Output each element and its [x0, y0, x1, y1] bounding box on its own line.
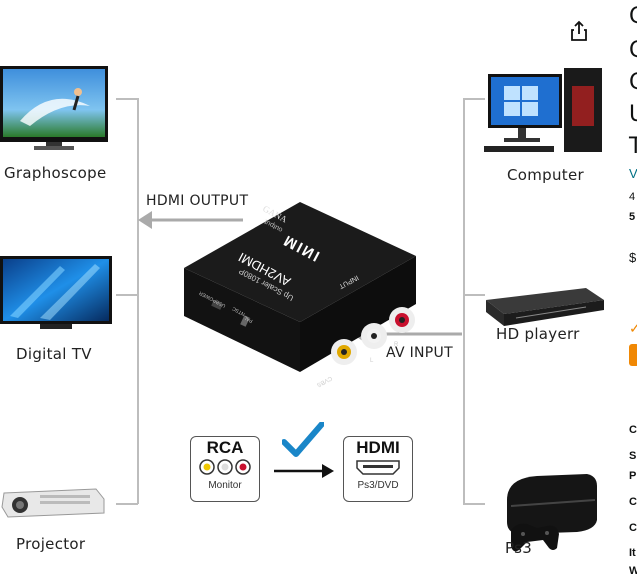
graphoscope-label: Graphoscope	[4, 164, 107, 182]
device-r-label: R	[394, 342, 399, 348]
ps3-image	[507, 474, 597, 552]
device-l-label: L	[370, 358, 374, 364]
detail-7: W	[629, 565, 637, 577]
rca-connectors-icon	[199, 459, 251, 475]
rca-title: RCA	[206, 438, 244, 457]
rca-box: RCA Monitor	[190, 436, 260, 502]
hdmi-box: HDMI Ps3/DVD	[343, 436, 413, 502]
detail-1: C	[629, 424, 637, 436]
title-line-3: G	[629, 70, 637, 95]
computer-label: Computer	[507, 166, 584, 184]
store-link[interactable]: V	[629, 166, 637, 181]
hdmi-output-arrow	[138, 211, 243, 229]
share-icon	[571, 20, 587, 41]
hd-player-label: HD playerr	[496, 325, 580, 343]
digital-tv-image	[0, 256, 112, 329]
prime-check-icon: ✓	[629, 320, 637, 336]
ps3-label: Ps3	[505, 539, 533, 557]
right-tick-mid	[463, 294, 485, 296]
graphoscope-tv-image	[0, 66, 108, 150]
left-bracket-line	[137, 98, 139, 504]
bought-count: 5	[629, 211, 636, 223]
av2hdmi-converter-image	[184, 202, 416, 372]
hdmi-port-icon	[356, 460, 400, 475]
left-tick-mid	[116, 294, 138, 296]
title-line-5: T	[629, 134, 637, 159]
detail-6: It	[629, 547, 636, 559]
title-line-2: G	[629, 38, 637, 63]
deal-badge[interactable]	[629, 344, 637, 366]
rca-sub: Monitor	[208, 480, 242, 491]
left-tick-bottom	[116, 503, 138, 505]
share-button[interactable]	[568, 20, 590, 42]
hdmi-output-label: HDMI OUTPUT	[146, 193, 249, 209]
detail-3: P	[629, 470, 637, 482]
computer-image	[484, 68, 602, 152]
left-tick-top	[116, 98, 138, 100]
detail-4: C	[629, 496, 637, 508]
price-symbol: $	[629, 250, 637, 265]
rating-value: 4	[629, 191, 636, 203]
av-input-label: AV INPUT	[386, 345, 453, 361]
product-details-column: G G G U T V 4 5 $ ✓ F C S P C C It W	[627, 0, 637, 581]
right-tick-bottom	[463, 503, 485, 505]
hdmi-title: HDMI	[356, 438, 400, 457]
checkmark-icon	[282, 422, 324, 457]
hd-player-image	[486, 288, 604, 326]
projector-label: Projector	[16, 535, 86, 553]
device-cvbs-label: CVBS	[315, 374, 333, 388]
hdmi-sub: Ps3/DVD	[357, 480, 399, 491]
title-line-4: U	[629, 102, 637, 127]
digital-tv-label: Digital TV	[16, 345, 92, 363]
detail-2: S	[629, 450, 637, 462]
title-line-1: G	[629, 4, 637, 29]
right-tick-top	[463, 98, 485, 100]
right-bracket-line	[463, 98, 465, 504]
projector-image	[1, 488, 105, 518]
conversion-arrow	[274, 464, 334, 478]
detail-5: C	[629, 522, 637, 534]
